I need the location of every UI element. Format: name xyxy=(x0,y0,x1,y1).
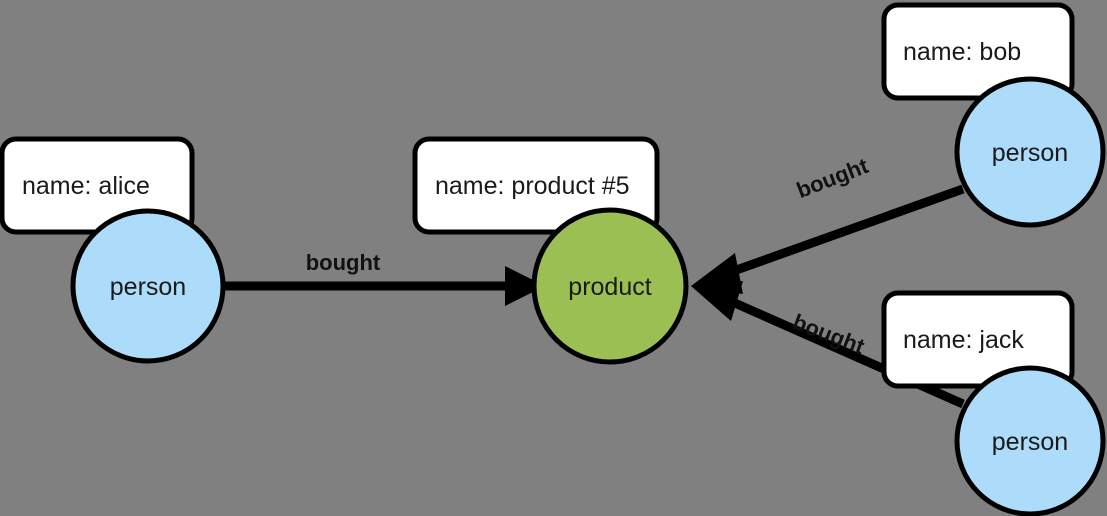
property-box-jack-label: name: jack xyxy=(903,326,1024,354)
node-bob-label: person xyxy=(992,139,1068,167)
edge-alice-bought-product[interactable] xyxy=(224,266,545,306)
property-box-alice-label: name: alice xyxy=(22,172,150,200)
node-jack[interactable]: person xyxy=(954,365,1106,516)
node-product5-label: product xyxy=(568,273,651,301)
node-alice-label: person xyxy=(110,273,186,301)
arrowhead-alice-product xyxy=(505,266,545,306)
edge-line-bob-product xyxy=(726,184,965,278)
node-bob[interactable]: person xyxy=(954,76,1106,228)
edge-label-alice-product: bought xyxy=(306,250,381,275)
node-jack-circle xyxy=(954,365,1106,516)
property-box-product5-label: name: product #5 xyxy=(435,172,630,200)
property-box-bob-label: name: bob xyxy=(903,38,1021,66)
node-layer: person product person person xyxy=(70,76,1106,516)
edge-label-bob-product: bought xyxy=(793,153,872,203)
node-alice-circle xyxy=(70,208,226,364)
property-box-jack[interactable]: name: jack xyxy=(881,290,1075,389)
edge-bob-bought-product[interactable] xyxy=(691,184,965,294)
arrowhead-jack-product xyxy=(691,281,743,321)
node-alice[interactable]: person xyxy=(70,208,226,364)
property-box-layer: name: alice name: product #5 name: bob n… xyxy=(0,2,1075,389)
node-product5[interactable]: product xyxy=(531,207,689,365)
node-product5-circle xyxy=(531,207,689,365)
edge-label-jack-product: bought xyxy=(789,309,868,359)
node-bob-circle xyxy=(954,76,1106,228)
property-box-jack-rect xyxy=(881,290,1075,389)
node-jack-label: person xyxy=(992,428,1068,456)
